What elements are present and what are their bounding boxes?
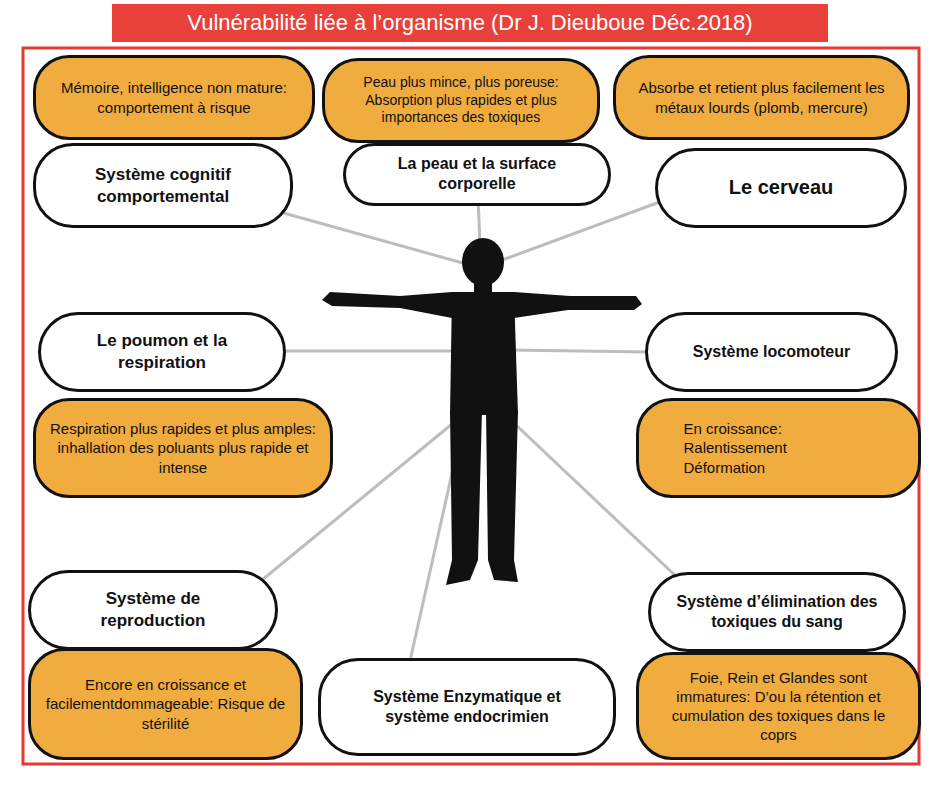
box-text: Système cognitif comportemental <box>53 164 273 208</box>
box-text: Système de reproduction <box>53 588 253 632</box>
box-text: Système locomoteur <box>693 342 850 362</box>
organ-box: Système d’élimination des toxiques du sa… <box>648 572 906 652</box>
box-text: Respiration plus rapides et plus amples:… <box>50 419 316 477</box>
effect-box: Respiration plus rapides et plus amples:… <box>33 398 333 498</box>
box-text: La peau et la surface corporelle <box>362 154 592 195</box>
title-banner: Vulnérabilité liée à l’organisme (Dr J. … <box>112 4 828 42</box>
box-text: Peau plus mince, plus poreuse: Absorptio… <box>339 74 583 128</box>
box-text: Le cerveau <box>729 175 834 201</box>
box-text: Le poumon et la respiration <box>72 330 252 374</box>
organ-box: Système Enzymatique et système endocrimi… <box>318 658 616 756</box>
organ-box: Le cerveau <box>655 148 907 228</box>
box-text: Système d’élimination des toxiques du sa… <box>665 592 889 633</box>
effect-box: Absorbe et retient plus facilement les m… <box>613 55 910 140</box>
organ-box: Système cognitif comportemental <box>33 143 293 228</box>
title-text: Vulnérabilité liée à l’organisme (Dr J. … <box>187 10 752 36</box>
effect-box: Peau plus mince, plus poreuse: Absorptio… <box>322 58 600 143</box>
box-text: En croissance: Ralentissement Déformatio… <box>684 419 834 477</box>
box-text: Absorbe et retient plus facilement les m… <box>630 78 893 116</box>
organ-box: La peau et la surface corporelle <box>343 143 611 206</box>
organ-box: Le poumon et la respiration <box>38 312 286 392</box>
organ-box: Système de reproduction <box>28 570 278 650</box>
box-text: Système Enzymatique et système endocrimi… <box>342 687 592 728</box>
effect-box: Mémoire, intelligence non mature: compor… <box>33 55 315 140</box>
box-text: Mémoire, intelligence non mature: compor… <box>54 78 294 116</box>
effect-box: Encore en croissance et facilementdommag… <box>28 648 303 760</box>
child-silhouette <box>322 238 642 585</box>
effect-box: Foie, Rein et Glandes sont immatures: D’… <box>636 652 921 760</box>
organ-box: Système locomoteur <box>645 312 898 392</box>
box-text: Foie, Rein et Glandes sont immatures: D’… <box>653 668 904 745</box>
box-text: Encore en croissance et facilementdommag… <box>46 675 286 733</box>
effect-box: En croissance: Ralentissement Déformatio… <box>636 398 921 498</box>
